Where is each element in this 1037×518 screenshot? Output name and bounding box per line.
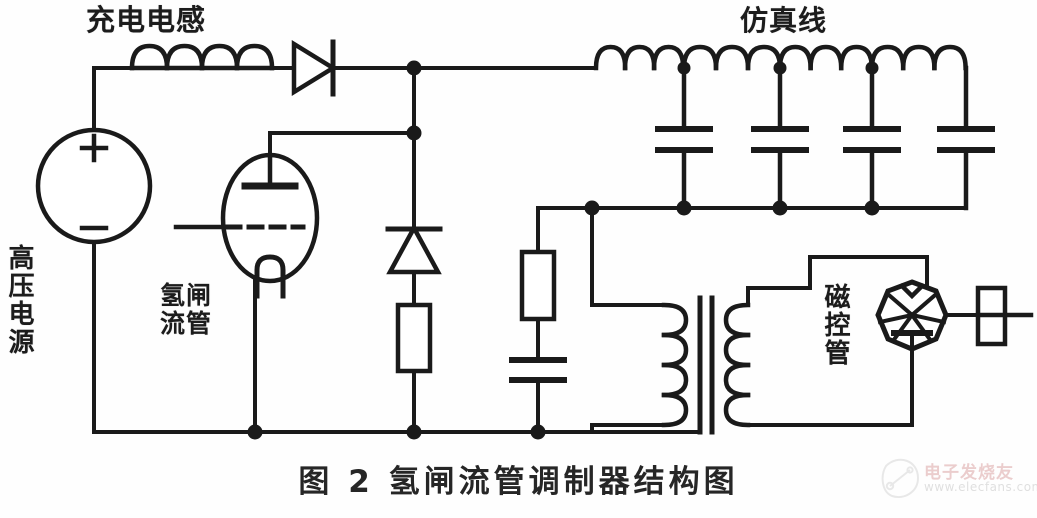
thyratron-cathode xyxy=(254,254,286,299)
junction-pfn-tap-1 xyxy=(677,61,691,75)
junction-pfn-cap-1 xyxy=(676,200,692,216)
transformer-primary-winding xyxy=(661,302,689,428)
junction-node-b-anode xyxy=(406,125,422,141)
thyratron-label: 氢闸 流管 xyxy=(160,281,213,338)
junction-pfn-tap-3 xyxy=(865,61,879,75)
watermark-url: www.elecfans.com xyxy=(924,480,1037,494)
junction-pfn-rail-left xyxy=(584,200,600,216)
transformer-secondary-winding xyxy=(723,302,751,428)
junction-dots xyxy=(247,60,880,440)
clamp-diode-symbol xyxy=(385,223,443,275)
high-voltage-source-label: 高压电源 xyxy=(4,244,34,356)
junction-pfn-cap-2 xyxy=(772,200,788,216)
magnetron-label: 磁控管 xyxy=(820,283,850,367)
charging-inductor-label: 充电电感 xyxy=(86,3,207,37)
pfn-inductor-chain xyxy=(593,44,968,71)
junction-node-a-top xyxy=(406,60,422,76)
magnetron-top-notch xyxy=(898,282,926,300)
magnetron-cavity-spokes xyxy=(877,293,947,344)
transformer-iron-core xyxy=(697,295,715,435)
junction-pfn-tap-2 xyxy=(773,61,787,75)
pfn-capacitor-bank xyxy=(655,65,995,211)
figure-caption: 图 2 氢闸流管调制器结构图 xyxy=(298,464,739,500)
junction-ground-clamp xyxy=(406,424,422,440)
charging-diode-symbol xyxy=(291,39,338,97)
junction-ground-thyratron xyxy=(247,424,263,440)
watermark: 电子发烧友 www.elecfans.com xyxy=(880,452,1037,508)
pulse-forming-network-label: 仿真线 xyxy=(740,4,828,37)
plus-sign-glyph xyxy=(79,133,109,163)
clamp-resistor-symbol xyxy=(395,302,433,374)
junction-ground-snubber xyxy=(530,424,546,440)
snubber-resistor-symbol xyxy=(519,249,557,322)
watermark-logo-icon xyxy=(881,458,920,498)
watermark-text: 电子发烧友 xyxy=(924,463,1014,483)
charging-inductor-symbol xyxy=(129,43,275,71)
junction-pfn-cap-3 xyxy=(864,200,880,216)
